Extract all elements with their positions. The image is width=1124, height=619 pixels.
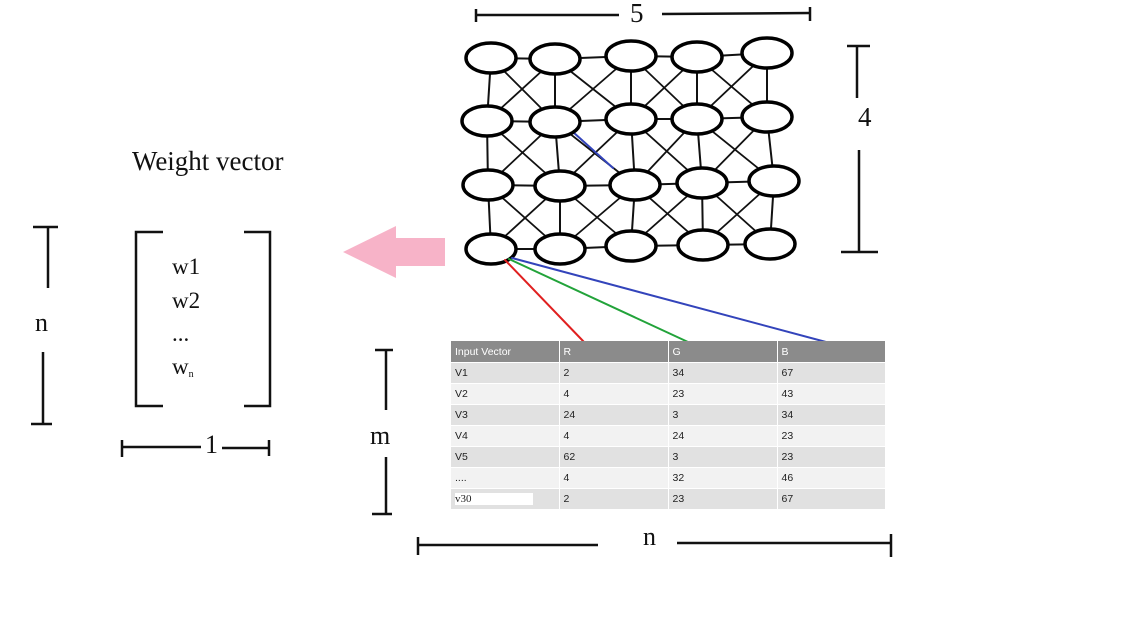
table-cell: 34 — [777, 404, 886, 426]
table-cell-label: v30 — [455, 493, 533, 505]
table-header-row: Input Vector R G B — [451, 341, 886, 363]
table-cell: 23 — [777, 425, 886, 447]
table-cell: 67 — [777, 488, 886, 509]
green-link — [508, 258, 689, 343]
neuron-node — [461, 168, 515, 202]
table-row: V1 2 34 67 — [451, 362, 886, 384]
weight-entry: w1 — [172, 254, 201, 279]
weight-entry-last: wn — [172, 354, 194, 380]
table-row: .... 4 32 46 — [451, 467, 886, 489]
weight-entry-subscript: n — [188, 369, 194, 380]
dimension-lines — [31, 7, 893, 557]
blue-link — [511, 257, 827, 343]
table-cell: 32 — [668, 467, 778, 489]
header-cell: Input Vector — [451, 341, 560, 363]
table-cell: 4 — [559, 383, 669, 405]
neuron-node — [528, 42, 582, 76]
neuron-node — [604, 229, 658, 263]
table-width-label: n — [643, 522, 656, 551]
table-cell: 4 — [559, 425, 669, 447]
header-cell: B — [777, 341, 886, 363]
table-cell: 24 — [668, 425, 778, 447]
table-cell: 2 — [559, 488, 669, 509]
vector-height-label: n — [35, 308, 48, 337]
table-height-label: m — [370, 421, 391, 450]
table-cell: V3 — [451, 404, 560, 426]
neuron-node — [528, 105, 582, 139]
neuron-node — [533, 169, 587, 203]
table-cell: V1 — [451, 362, 560, 384]
neuron-node — [608, 168, 662, 202]
neuron-node — [743, 227, 797, 261]
neuron-node — [675, 166, 729, 200]
table-row: v30 2 23 67 — [451, 488, 886, 509]
table-cell: 23 — [668, 383, 778, 405]
header-cell: R — [559, 341, 669, 363]
neuron-grid — [460, 36, 801, 266]
left-bracket — [134, 230, 163, 408]
table-cell: 3 — [668, 446, 778, 468]
table-cell: 67 — [777, 362, 886, 384]
neuron-node — [464, 41, 518, 75]
highlight-link — [572, 131, 614, 169]
table-row: V5 62 3 23 — [451, 446, 886, 468]
table-cell: v30 — [451, 488, 560, 509]
neuron-node — [747, 164, 801, 198]
table-cell: 23 — [668, 488, 778, 509]
table-cell: 34 — [668, 362, 778, 384]
right-bracket — [244, 230, 272, 408]
input-links — [504, 257, 827, 343]
neuron-node — [740, 100, 794, 134]
grid-width-label: 5 — [630, 0, 644, 28]
table-cell: V2 — [451, 383, 560, 405]
header-cell: G — [668, 341, 778, 363]
input-vector-table: Input Vector R G B V1 2 34 67 V2 4 23 43… — [451, 341, 886, 509]
neuron-node — [604, 102, 658, 136]
table-cell: 46 — [777, 467, 886, 489]
table-cell: V4 — [451, 425, 560, 447]
neuron-node — [604, 39, 658, 73]
weight-entry: ... — [172, 321, 190, 346]
dim-bar — [661, 11, 811, 16]
weight-entry: w2 — [172, 288, 201, 313]
weight-vector-title: Weight vector — [132, 146, 284, 176]
table-cell: .... — [451, 467, 560, 489]
vector-brackets — [134, 230, 272, 408]
neuron-node — [740, 36, 794, 70]
neuron-node — [460, 104, 514, 138]
table-cell: 3 — [668, 404, 778, 426]
table-row: V4 4 24 23 — [451, 425, 886, 447]
neuron-node — [670, 40, 724, 74]
neuron-node — [533, 232, 587, 266]
left-arrow-icon — [343, 226, 445, 278]
table-cell: 2 — [559, 362, 669, 384]
table-cell: 4 — [559, 467, 669, 489]
neuron-node — [464, 232, 518, 266]
table-cell: V5 — [451, 446, 560, 468]
vector-width-label: 1 — [205, 430, 218, 459]
neuron-node — [670, 102, 724, 136]
red-link — [504, 259, 585, 343]
table-cell: 43 — [777, 383, 886, 405]
table-cell: 24 — [559, 404, 669, 426]
table-cell: 23 — [777, 446, 886, 468]
table-row: V2 4 23 43 — [451, 383, 886, 405]
grid-height-label: 4 — [858, 102, 872, 132]
table-row: V3 24 3 34 — [451, 404, 886, 426]
weight-entry-letter: w — [172, 354, 189, 379]
table-cell: 62 — [559, 446, 669, 468]
neuron-node — [676, 228, 730, 262]
